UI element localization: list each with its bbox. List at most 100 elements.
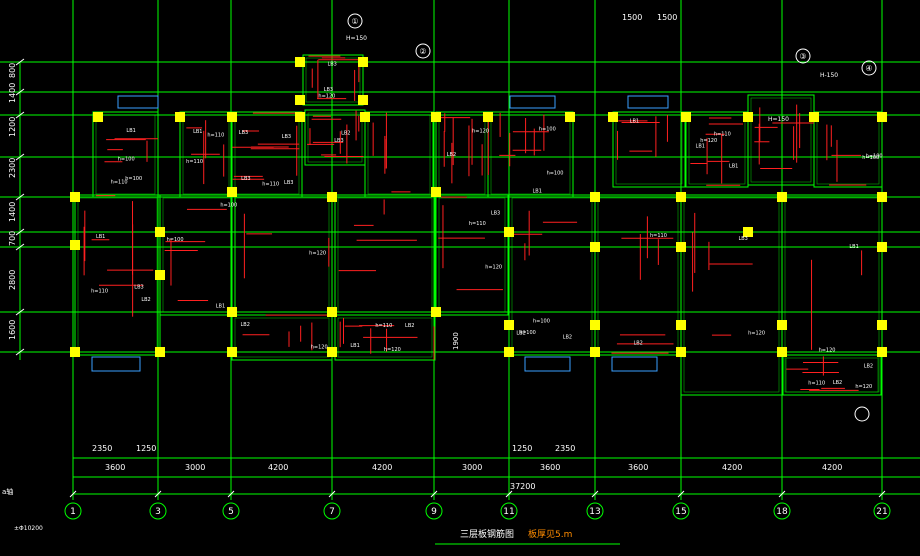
slab-label-44: LB2 xyxy=(864,363,873,369)
room-inner-18 xyxy=(683,197,780,393)
slab-label-57: h=110 xyxy=(262,182,279,188)
slab-label-4: LB3 xyxy=(282,134,291,140)
column-44 xyxy=(504,347,514,357)
bottom-sub-right-0: 1250 xyxy=(512,444,532,453)
room-outline-22 xyxy=(782,354,882,396)
room-outline-15 xyxy=(435,194,509,316)
column-35 xyxy=(504,320,514,330)
axis-bubble-1: 1 xyxy=(64,502,82,520)
balcony-3 xyxy=(91,356,141,372)
slab-label-46: LB3 xyxy=(334,138,343,144)
balcony-5 xyxy=(611,356,658,372)
rebar-note-4: 1900 xyxy=(452,332,460,350)
room-inner-5 xyxy=(438,114,486,195)
column-7 xyxy=(565,112,575,122)
column-48 xyxy=(877,347,887,357)
left-dim-6: 2800 xyxy=(8,270,17,290)
axis-number-21: 21 xyxy=(876,507,887,517)
slab-label-35: h=120 xyxy=(384,347,401,353)
axis-bubble-15: 15 xyxy=(672,502,690,520)
room-outline-21 xyxy=(334,314,436,361)
room-inner-22 xyxy=(785,357,879,393)
slab-label-50: LB2 xyxy=(405,323,414,329)
bottom-dim-8: 4200 xyxy=(822,463,842,472)
left-dim-0: 800 xyxy=(8,63,17,78)
dim-tick-left-7 xyxy=(15,308,25,316)
balcony-0 xyxy=(117,95,159,109)
slab-label-18: LB1 xyxy=(96,234,105,240)
dim-tick-bottom-5 xyxy=(505,490,513,498)
slab-label-27: h=110 xyxy=(186,159,203,165)
slab-label-40: LB3 xyxy=(239,130,248,136)
dim-tick-left-6 xyxy=(15,243,25,251)
left-dim-2: 1200 xyxy=(8,117,17,137)
column-6 xyxy=(483,112,493,122)
slab-label-37: h=100 xyxy=(866,153,883,159)
column-8 xyxy=(608,112,618,122)
column-22 xyxy=(676,192,686,202)
column-33 xyxy=(327,307,337,317)
slab-label-36: LB1 xyxy=(533,188,542,194)
axis-number-3: 3 xyxy=(155,507,161,517)
column-3 xyxy=(295,112,305,122)
slab-label-22: LB3 xyxy=(134,285,143,291)
column-23 xyxy=(777,192,787,202)
rebar-note-1: H=150 xyxy=(346,35,367,42)
column-13 xyxy=(295,57,305,67)
room-inner-11 xyxy=(77,197,158,353)
dim-tick-bottom-6 xyxy=(591,490,599,498)
slab-label-42: LB1 xyxy=(729,164,738,170)
column-12 xyxy=(877,112,887,122)
balcony-4 xyxy=(524,356,571,372)
left-dim-4: 1400 xyxy=(8,202,17,222)
left-dim-5: 700 xyxy=(8,231,17,246)
slab-label-14: LB2 xyxy=(633,340,642,346)
dim-tick-bottom-3 xyxy=(328,490,336,498)
room-inner-8 xyxy=(688,114,746,185)
axis-number-9: 9 xyxy=(431,507,437,517)
column-31 xyxy=(155,270,165,280)
column-16 xyxy=(358,95,368,105)
slab-label-6: LB1 xyxy=(216,303,225,309)
section-symbol-text-2: ② xyxy=(419,47,426,56)
left-dim-3: 2300 xyxy=(8,158,17,178)
room-outline-17 xyxy=(594,194,682,356)
column-34 xyxy=(431,307,441,317)
slab-label-12: LB1 xyxy=(126,128,135,134)
total-dimension: 37200 xyxy=(510,482,535,491)
column-25 xyxy=(70,240,80,250)
column-36 xyxy=(590,320,600,330)
slab-label-32: LB2 xyxy=(516,330,525,336)
dim-tick-left-1 xyxy=(15,88,25,96)
column-47 xyxy=(777,347,787,357)
slab-label-19: h=100 xyxy=(862,155,879,161)
axis-number-1: 1 xyxy=(70,507,76,517)
room-inner-10 xyxy=(816,114,880,185)
slab-label-24: LB1 xyxy=(849,244,858,250)
column-21 xyxy=(590,192,600,202)
bottom-dim-3: 4200 xyxy=(372,463,392,472)
slab-label-3: h=110 xyxy=(714,132,731,138)
axis-number-18: 18 xyxy=(776,507,788,517)
rebar-note-2: H-150 xyxy=(820,72,838,79)
room-outline-9 xyxy=(747,94,815,186)
dim-tick-bottom-8 xyxy=(778,490,786,498)
slab-label-52: LB3 xyxy=(241,176,250,182)
axis-bubble-5: 5 xyxy=(222,502,240,520)
axis-number-13: 13 xyxy=(589,507,600,517)
axis-number-11: 11 xyxy=(503,507,514,517)
slab-label-1: h=100 xyxy=(519,330,536,336)
bottom-dim-1: 3000 xyxy=(185,463,205,472)
column-41 xyxy=(155,347,165,357)
dim-tick-left-2 xyxy=(15,111,25,119)
slab-label-17: h=120 xyxy=(819,347,836,353)
room-outline-4 xyxy=(364,111,434,198)
section-symbol-2: ② xyxy=(415,43,431,59)
bottom-dim-5: 3600 xyxy=(540,463,560,472)
slab-label-41: h=120 xyxy=(748,330,765,336)
slab-label-49: h=100 xyxy=(125,176,142,182)
slab-label-2: LB2 xyxy=(563,335,572,341)
slab-label-34: LB3 xyxy=(324,87,333,93)
slab-labels: LB1h=100LB2h=110LB3h=120LB1h=100LB2h=110… xyxy=(91,62,883,390)
